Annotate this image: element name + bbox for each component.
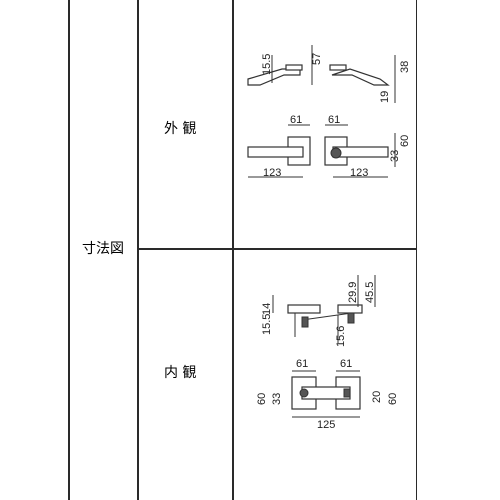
interior-latch-left xyxy=(301,316,309,328)
dim-60-left: 60 xyxy=(256,393,268,405)
dim-125: 125 xyxy=(317,419,335,431)
exterior-rose-side-left xyxy=(285,64,303,71)
interior-plate xyxy=(301,386,351,400)
outer-right-border xyxy=(416,0,417,500)
interior-drawing: 14 15.5 15.6 29.9 45.5 61 61 125 60 33 2… xyxy=(240,265,415,435)
dim-20: 20 xyxy=(371,391,383,403)
dim-45-5: 45.5 xyxy=(364,282,376,303)
dim-61-left: 61 xyxy=(290,114,302,126)
dim-60: 60 xyxy=(399,135,411,147)
section-label-exterior: 外 観 xyxy=(164,121,197,137)
exterior-handle-side-left xyxy=(247,68,301,86)
section-label-interior: 内 観 xyxy=(164,365,197,381)
dim-60-right: 60 xyxy=(387,393,399,405)
dim-123-right: 123 xyxy=(350,167,368,179)
dim-29-9: 29.9 xyxy=(347,282,359,303)
outer-left-border xyxy=(68,0,70,500)
dim-15-5-interior: 15.5 xyxy=(261,314,273,335)
exterior-rose-side-right xyxy=(329,64,347,71)
interior-latch-right xyxy=(347,312,355,324)
dim-33-interior: 33 xyxy=(271,393,283,405)
dim-19: 19 xyxy=(379,91,391,103)
dim-123-left: 123 xyxy=(263,167,281,179)
exterior-drawing: 15.5 57 38 19 61 61 123 123 60 33 xyxy=(240,35,415,195)
dim-61-interior-left: 61 xyxy=(296,358,308,370)
interior-spindle xyxy=(301,312,353,321)
dim-33: 33 xyxy=(389,150,401,162)
interior-rose-top-left xyxy=(287,304,321,314)
dim-14: 14 xyxy=(261,303,273,315)
dim-57: 57 xyxy=(311,53,323,65)
column-divider-right xyxy=(232,0,234,500)
row-divider xyxy=(137,248,417,250)
dim-15-6: 15.6 xyxy=(335,326,347,347)
dim-61-right: 61 xyxy=(328,114,340,126)
row-header-dimension-drawing: 寸法図 xyxy=(82,241,124,257)
dim-61-interior-right: 61 xyxy=(340,358,352,370)
exterior-handle-side-right xyxy=(331,68,390,86)
dim-38: 38 xyxy=(399,61,411,73)
column-divider-left xyxy=(137,0,139,500)
cylinder-key-icon xyxy=(330,147,342,159)
dim-15-5: 15.5 xyxy=(261,54,273,75)
latch-icon xyxy=(343,388,351,398)
exterior-lever-front-left xyxy=(247,146,304,158)
thumb-turn-icon xyxy=(299,388,309,398)
